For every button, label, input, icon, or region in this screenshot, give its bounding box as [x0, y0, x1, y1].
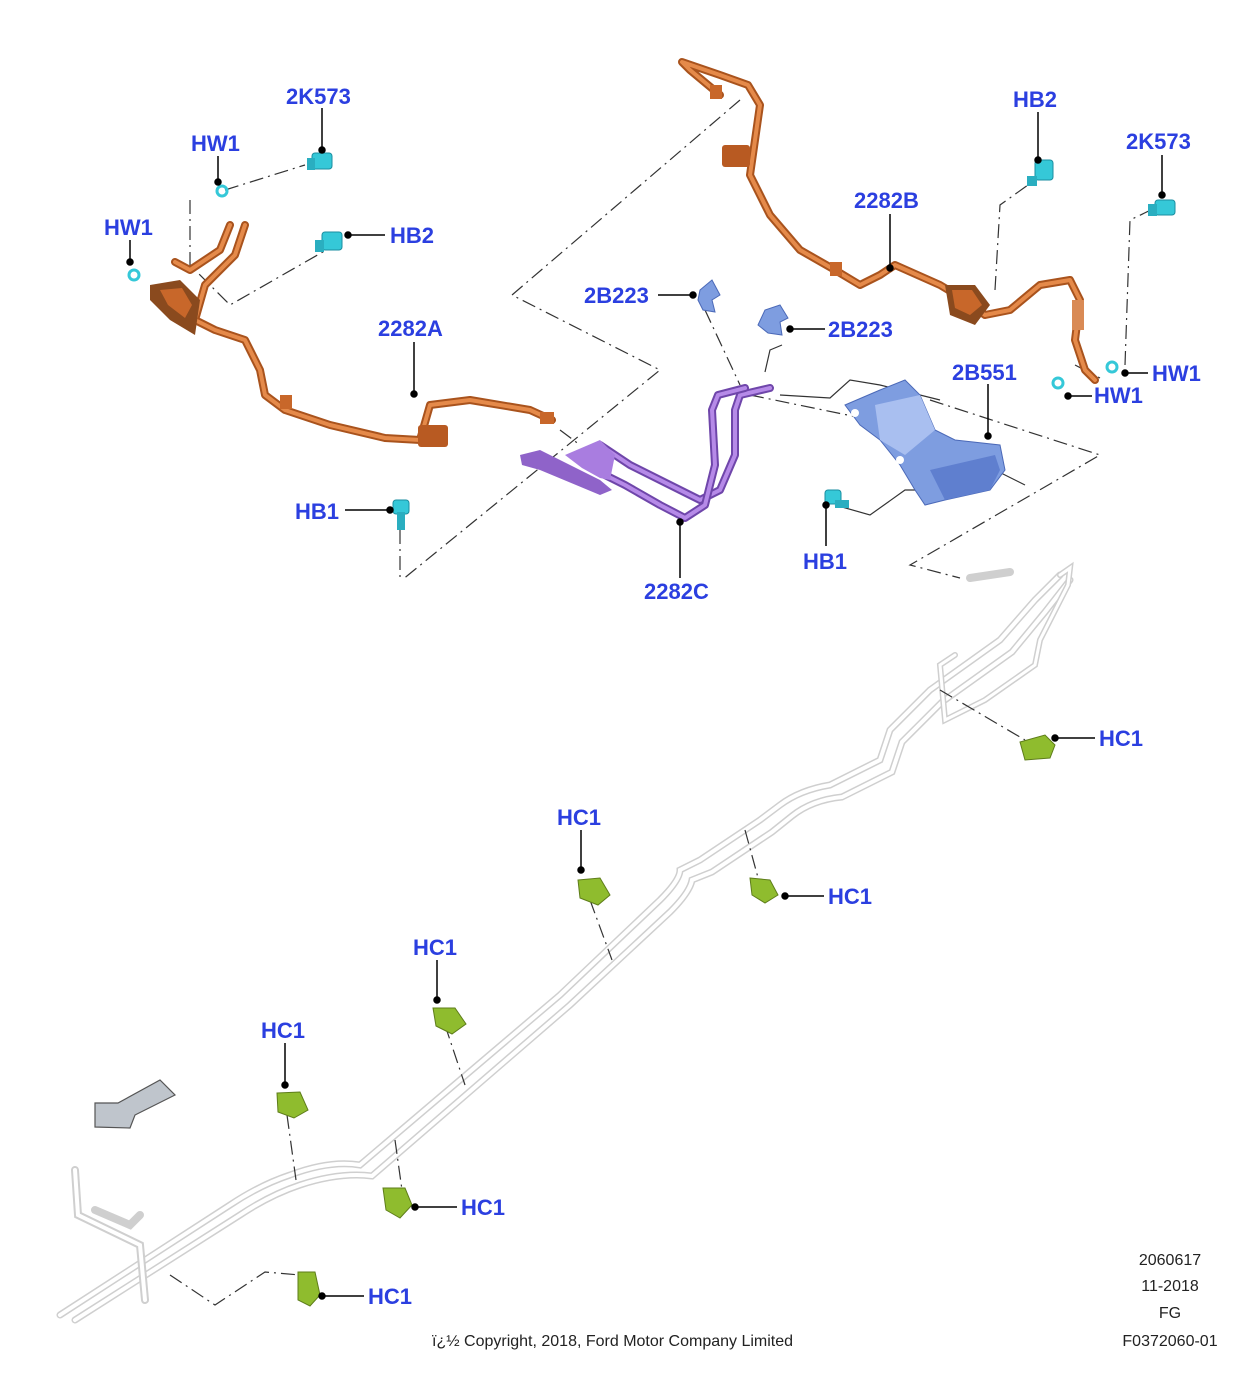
label-hb1-left: HB1	[295, 499, 339, 524]
label-2b223-left: 2B223	[584, 283, 649, 308]
bolt-hb2-right	[1027, 159, 1054, 186]
brake-tube-2282b	[678, 58, 1099, 384]
washer-hw1-right-a	[1105, 360, 1119, 374]
bolt-hb1-left	[392, 499, 410, 530]
label-2b551: 2B551	[952, 360, 1017, 385]
mounting-bracket-2b551	[844, 379, 1006, 506]
forward-direction-arrow	[94, 1079, 177, 1129]
label-2k573-left: 2K573	[286, 84, 351, 109]
label-2b223-right: 2B223	[828, 317, 893, 342]
clip-hc1-4	[432, 1007, 467, 1035]
label-hw1-right-b: HW1	[1094, 383, 1143, 408]
label-2282c: 2282C	[644, 579, 709, 604]
label-hw1-left: HW1	[104, 215, 153, 240]
label-hc1-1: HC1	[1099, 726, 1143, 751]
label-hw1-top-left: HW1	[191, 131, 240, 156]
orange-brackets-left	[150, 280, 554, 447]
clip-hc1-7	[297, 1271, 321, 1307]
label-hc1-5: HC1	[261, 1018, 305, 1043]
label-hc1-4: HC1	[413, 935, 457, 960]
author-initials: FG	[1158, 1305, 1182, 1322]
label-hb2-left: HB2	[390, 223, 434, 248]
callout-labels: 2K573 HW1 HW1 HB2 2282A HB2 2282B 2K573 …	[104, 84, 1201, 1309]
clip-2b223-left	[697, 279, 721, 313]
label-hb2-right: HB2	[1013, 87, 1057, 112]
washers-hw1	[127, 184, 1119, 390]
label-2282a: 2282A	[378, 316, 443, 341]
label-hc1-6: HC1	[461, 1195, 505, 1220]
clip-hc1-6	[382, 1187, 413, 1219]
label-hc1-2: HC1	[557, 805, 601, 830]
label-2k573-right: 2K573	[1126, 129, 1191, 154]
main-brake-line-assembly	[56, 561, 1074, 1324]
clip-hc1-3	[749, 877, 779, 904]
purple-bracket	[520, 440, 615, 495]
bolt-2k573-right	[1148, 199, 1176, 216]
green-clips-hc1	[276, 734, 1056, 1307]
clip-2b223-right	[757, 304, 789, 336]
revision-date: 11-2018	[1141, 1278, 1199, 1295]
illustration-id: F0372060-01	[1122, 1333, 1218, 1350]
leader-guide-lines	[169, 99, 1156, 1306]
clip-hc1-2	[577, 877, 611, 906]
bolt-2k573-left	[307, 152, 333, 170]
label-hc1-3: HC1	[828, 884, 872, 909]
label-hc1-7: HC1	[368, 1284, 412, 1309]
washer-hw1-left	[127, 268, 141, 282]
figure-code: 2060617	[1138, 1252, 1202, 1269]
bolt-hb1-right	[824, 489, 849, 508]
label-hb1-right: HB1	[803, 549, 847, 574]
callout-leaders	[126, 108, 1166, 1300]
washer-hw1-right-b	[1051, 376, 1065, 390]
bolt-hb2-left	[315, 231, 343, 252]
washer-hw1-top-left	[215, 184, 229, 198]
label-2282b: 2282B	[854, 188, 919, 213]
brake-tube-2282a	[171, 221, 556, 444]
orange-brackets-right	[710, 85, 1084, 330]
clip-hc1-5	[276, 1091, 309, 1119]
clip-hc1-1	[1019, 734, 1056, 761]
label-hw1-right-a: HW1	[1152, 361, 1201, 386]
copyright-notice: ï¿½ Copyright, 2018, Ford Motor Company …	[432, 1333, 794, 1350]
brake-tube-2282c	[591, 384, 774, 522]
